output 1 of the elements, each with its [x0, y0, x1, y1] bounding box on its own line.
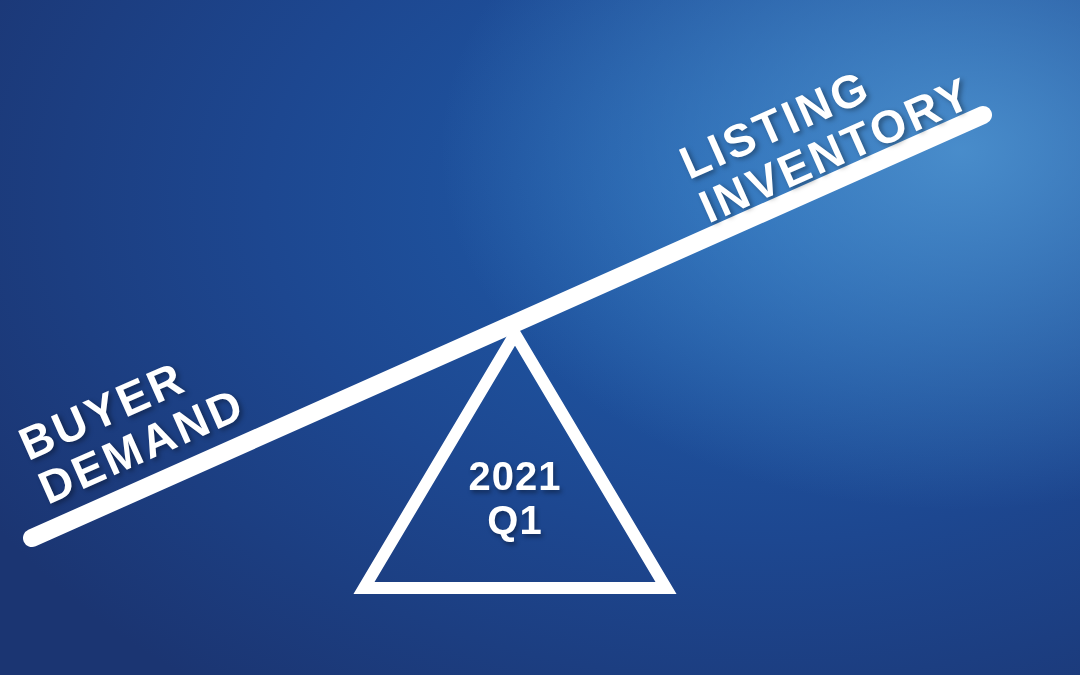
quarter-label: 2021 Q1	[468, 454, 562, 542]
